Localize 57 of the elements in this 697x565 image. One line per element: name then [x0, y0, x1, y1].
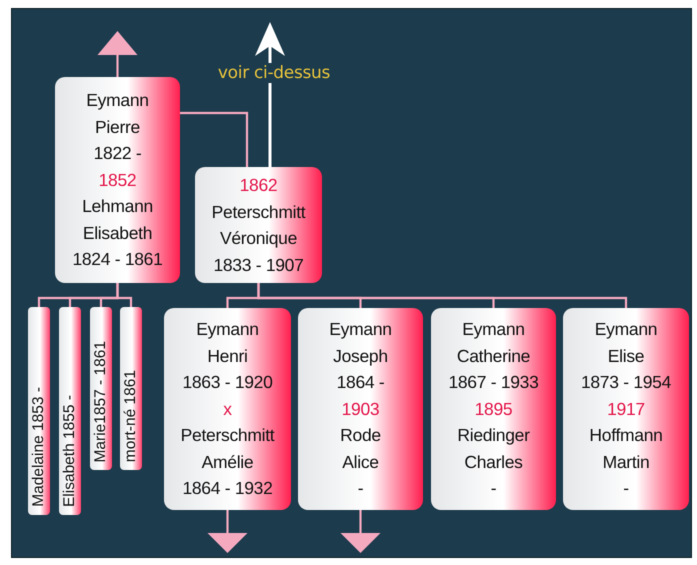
person-card — [298, 308, 423, 510]
arrow — [208, 510, 248, 553]
person-text: Martin — [602, 450, 650, 474]
person-text: Eymann — [462, 318, 525, 342]
marriage-text: 1852 — [98, 168, 136, 192]
person-text: Amélie — [202, 450, 254, 474]
person-text: 1833 - 1907 — [213, 254, 304, 276]
marriage-text: 1917 — [607, 398, 645, 421]
person-card — [563, 308, 689, 510]
person-text: Eymann — [196, 318, 259, 342]
person-text: Hoffmann — [589, 424, 663, 448]
person-card — [195, 167, 322, 283]
person-text: 1822 - — [94, 142, 142, 166]
child-text: Madelaine 1853 - — [30, 387, 48, 507]
person-text: Eymann — [594, 318, 658, 342]
person-text: 1863 - 1920 — [182, 371, 273, 394]
marriage-text: 1895 — [474, 398, 512, 421]
person-text: - — [358, 477, 364, 500]
marriage-text: x — [223, 398, 232, 421]
person-text: 1864 - — [336, 371, 384, 394]
person-text: - — [623, 477, 629, 500]
child-card — [28, 307, 50, 515]
person-text: Catherine — [456, 344, 530, 368]
connector-line — [257, 283, 628, 308]
arrow — [340, 510, 380, 553]
person-text: Henri — [207, 344, 248, 368]
person-text: Elise — [608, 344, 644, 368]
person-text: Véronique — [220, 227, 298, 250]
connector-line — [116, 283, 132, 307]
child-text: Marie1857 - 1861 — [92, 340, 110, 462]
person-text: Eymann — [86, 89, 149, 112]
person-card — [431, 308, 556, 510]
marriage-text: 1903 — [342, 398, 380, 421]
child-card — [59, 307, 81, 515]
child-card — [90, 307, 112, 470]
connector-line — [180, 112, 248, 167]
person-text: Pierre — [95, 116, 140, 139]
person-text: Riedinger — [457, 424, 530, 448]
person-text: 1864 - 1932 — [182, 477, 273, 500]
person-text: Charles — [464, 450, 523, 474]
person-text: 1873 - 1954 — [580, 371, 672, 394]
person-text: Lehmann — [82, 195, 153, 218]
person-text: Alice — [342, 450, 379, 474]
person-text: 1867 - 1933 — [448, 371, 539, 394]
marriage-text: 1862 — [240, 174, 278, 197]
person-card — [55, 77, 180, 283]
person-text: Eymann — [329, 318, 392, 342]
arrow — [98, 31, 138, 77]
person-text: 1824 - 1861 — [72, 248, 163, 272]
child-text: Elisabeth 1855 - — [61, 394, 79, 507]
person-text: - — [490, 477, 496, 500]
person-text: Rode — [340, 424, 381, 448]
child-text: mort-né 1861 — [122, 370, 140, 462]
person-text: Joseph — [333, 344, 388, 368]
child-card — [120, 307, 142, 470]
person-text: Elisabeth — [82, 222, 152, 245]
person-card — [164, 308, 291, 510]
